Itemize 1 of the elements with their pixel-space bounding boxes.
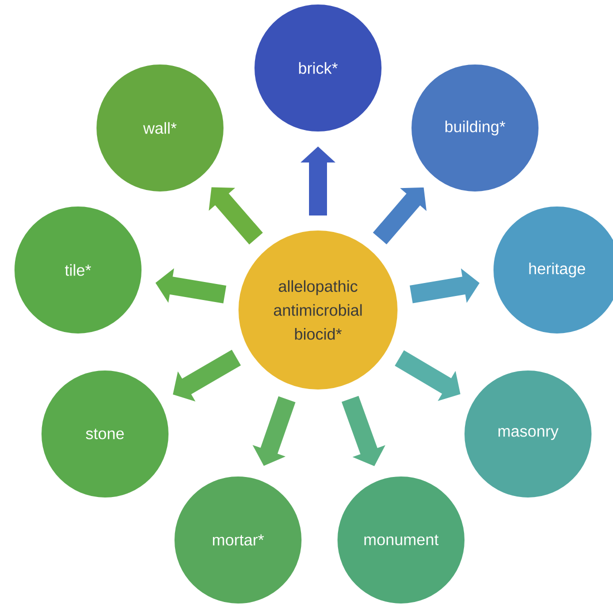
block-arrow: [208, 187, 263, 245]
